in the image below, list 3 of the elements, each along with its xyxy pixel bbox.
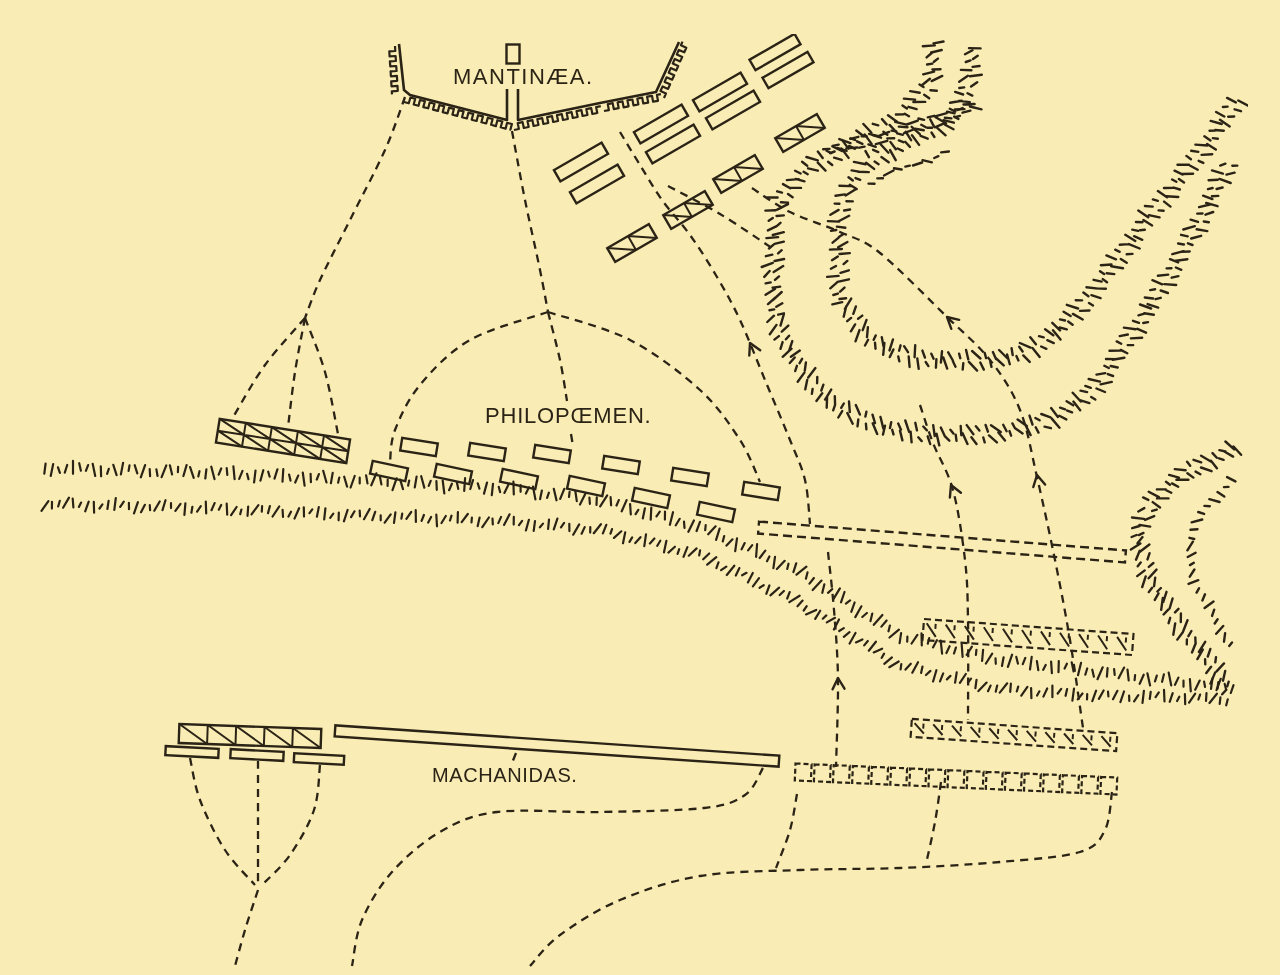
army-label: MACHANIDAS. (432, 765, 578, 785)
town-label: MANTINÆA. (453, 66, 594, 88)
army-label: PHILOPŒMEN. (485, 405, 652, 427)
